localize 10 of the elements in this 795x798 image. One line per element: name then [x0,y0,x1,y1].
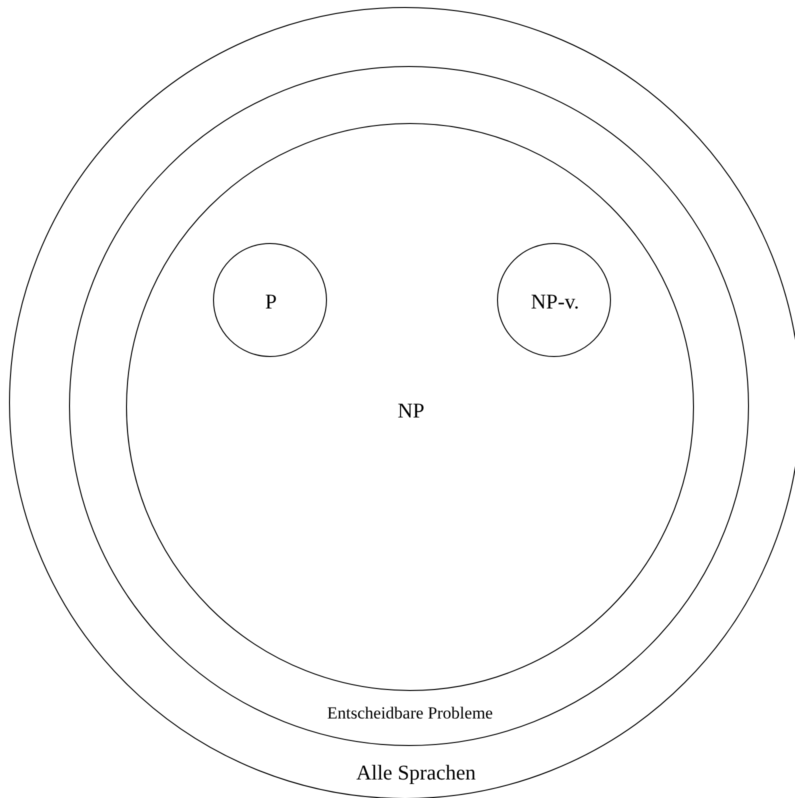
set-circle [9,7,795,798]
set-circle [69,66,749,746]
set-circle [497,243,611,357]
set-circle [213,243,327,357]
set-label: NP [398,399,424,423]
set-label: NP-v. [530,290,580,314]
set-label: Alle Sprachen [356,761,476,785]
set-label: Entscheidbare Probleme [327,704,493,724]
set-circle [126,123,694,691]
set-label: P [265,290,277,314]
